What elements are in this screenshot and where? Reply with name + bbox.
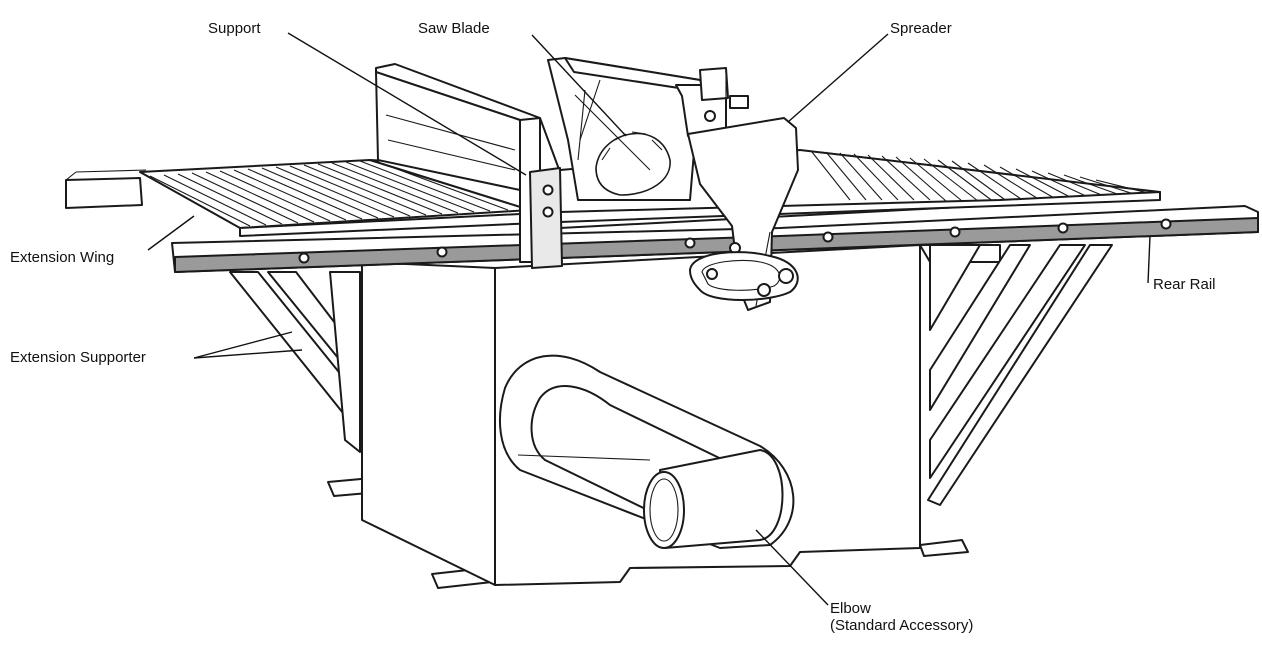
support xyxy=(375,63,563,269)
extension-supporter-label: Extension Supporter xyxy=(10,349,146,366)
elbow-label: Elbow (Standard Accessory) xyxy=(830,600,973,634)
elbow-accessory xyxy=(499,354,795,549)
elbow-label-line2: (Standard Accessory) xyxy=(830,617,974,634)
leader-lines xyxy=(147,32,1151,606)
table-grooves xyxy=(149,151,1161,227)
extension-supporter-leader-1 xyxy=(193,331,293,359)
rear-rail-label: Rear Rail xyxy=(1153,276,1216,293)
extension-wing-leader xyxy=(147,215,195,251)
elbow-label-line1: Elbow xyxy=(830,600,871,617)
spreader xyxy=(687,117,799,311)
rear-rail xyxy=(171,205,1259,273)
rear-extension-block xyxy=(65,169,147,209)
right-braces xyxy=(919,244,1113,557)
support-leader xyxy=(287,32,527,176)
spreader-leader xyxy=(787,33,889,123)
saw-blade-label: Saw Blade xyxy=(418,20,490,37)
extension-supporter-leader-2 xyxy=(193,349,303,359)
rear-rail-leader xyxy=(1147,235,1151,284)
support-label: Support xyxy=(208,20,261,37)
saw-blade-guard xyxy=(547,57,749,201)
spreader-label: Spreader xyxy=(890,20,952,37)
saw-blade-leader xyxy=(531,34,627,137)
elbow-leader xyxy=(755,529,829,606)
extension-wing-label: Extension Wing xyxy=(10,249,115,266)
